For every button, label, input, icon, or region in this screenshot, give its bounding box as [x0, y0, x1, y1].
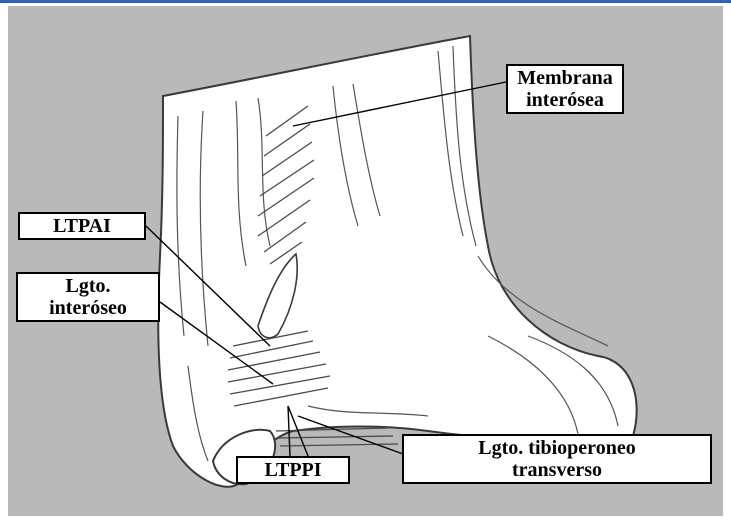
label-ltpai-text: LTPAI [24, 215, 140, 237]
label-lgto-tibioperoneo: Lgto. tibioperoneo transverso [402, 434, 712, 484]
slide-top-rule [0, 0, 731, 3]
label-lgto-interoseo: Lgto. interóseo [16, 272, 160, 322]
label-membrana-line1: Membrana [512, 67, 618, 89]
label-lgto-tibioperoneo-line2: transverso [408, 459, 706, 481]
label-ltpai: LTPAI [18, 212, 146, 240]
label-lgto-interoseo-line1: Lgto. [22, 275, 154, 297]
label-membrana-interosea: Membrana interósea [506, 64, 624, 114]
label-lgto-tibioperoneo-line1: Lgto. tibioperoneo [408, 437, 706, 459]
anatomy-figure: Membrana interósea LTPAI Lgto. interóseo… [8, 6, 723, 516]
label-ltppi: LTPPI [236, 456, 350, 484]
label-lgto-interoseo-line2: interóseo [22, 297, 154, 319]
label-membrana-line2: interósea [512, 89, 618, 111]
label-ltppi-text: LTPPI [242, 459, 344, 481]
